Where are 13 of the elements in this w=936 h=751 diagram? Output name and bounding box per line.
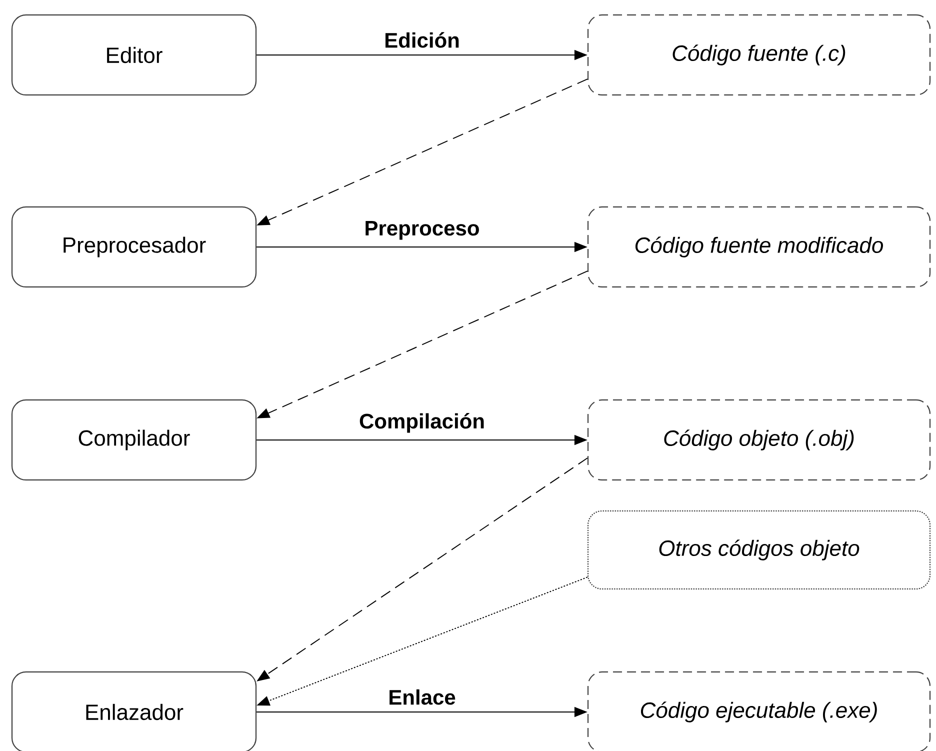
process-box: Compilador bbox=[11, 399, 257, 481]
file-box: Otros códigos objeto bbox=[587, 510, 931, 590]
edge-label: Compilación bbox=[358, 412, 486, 434]
process-box: Preprocesador bbox=[11, 206, 257, 288]
process-box: Editor bbox=[11, 14, 257, 96]
process-box: Enlazador bbox=[11, 671, 257, 751]
file-box: Código fuente (.c) bbox=[587, 14, 931, 96]
edge-label: Edición bbox=[383, 31, 461, 49]
edge-label: Preproceso bbox=[363, 220, 481, 241]
edge-label: Enlace bbox=[387, 688, 457, 706]
file-box: Código fuente modificado bbox=[587, 206, 931, 288]
file-box: Código ejecutable (.exe) bbox=[587, 671, 931, 751]
file-box: Código objeto (.obj) bbox=[587, 399, 931, 481]
